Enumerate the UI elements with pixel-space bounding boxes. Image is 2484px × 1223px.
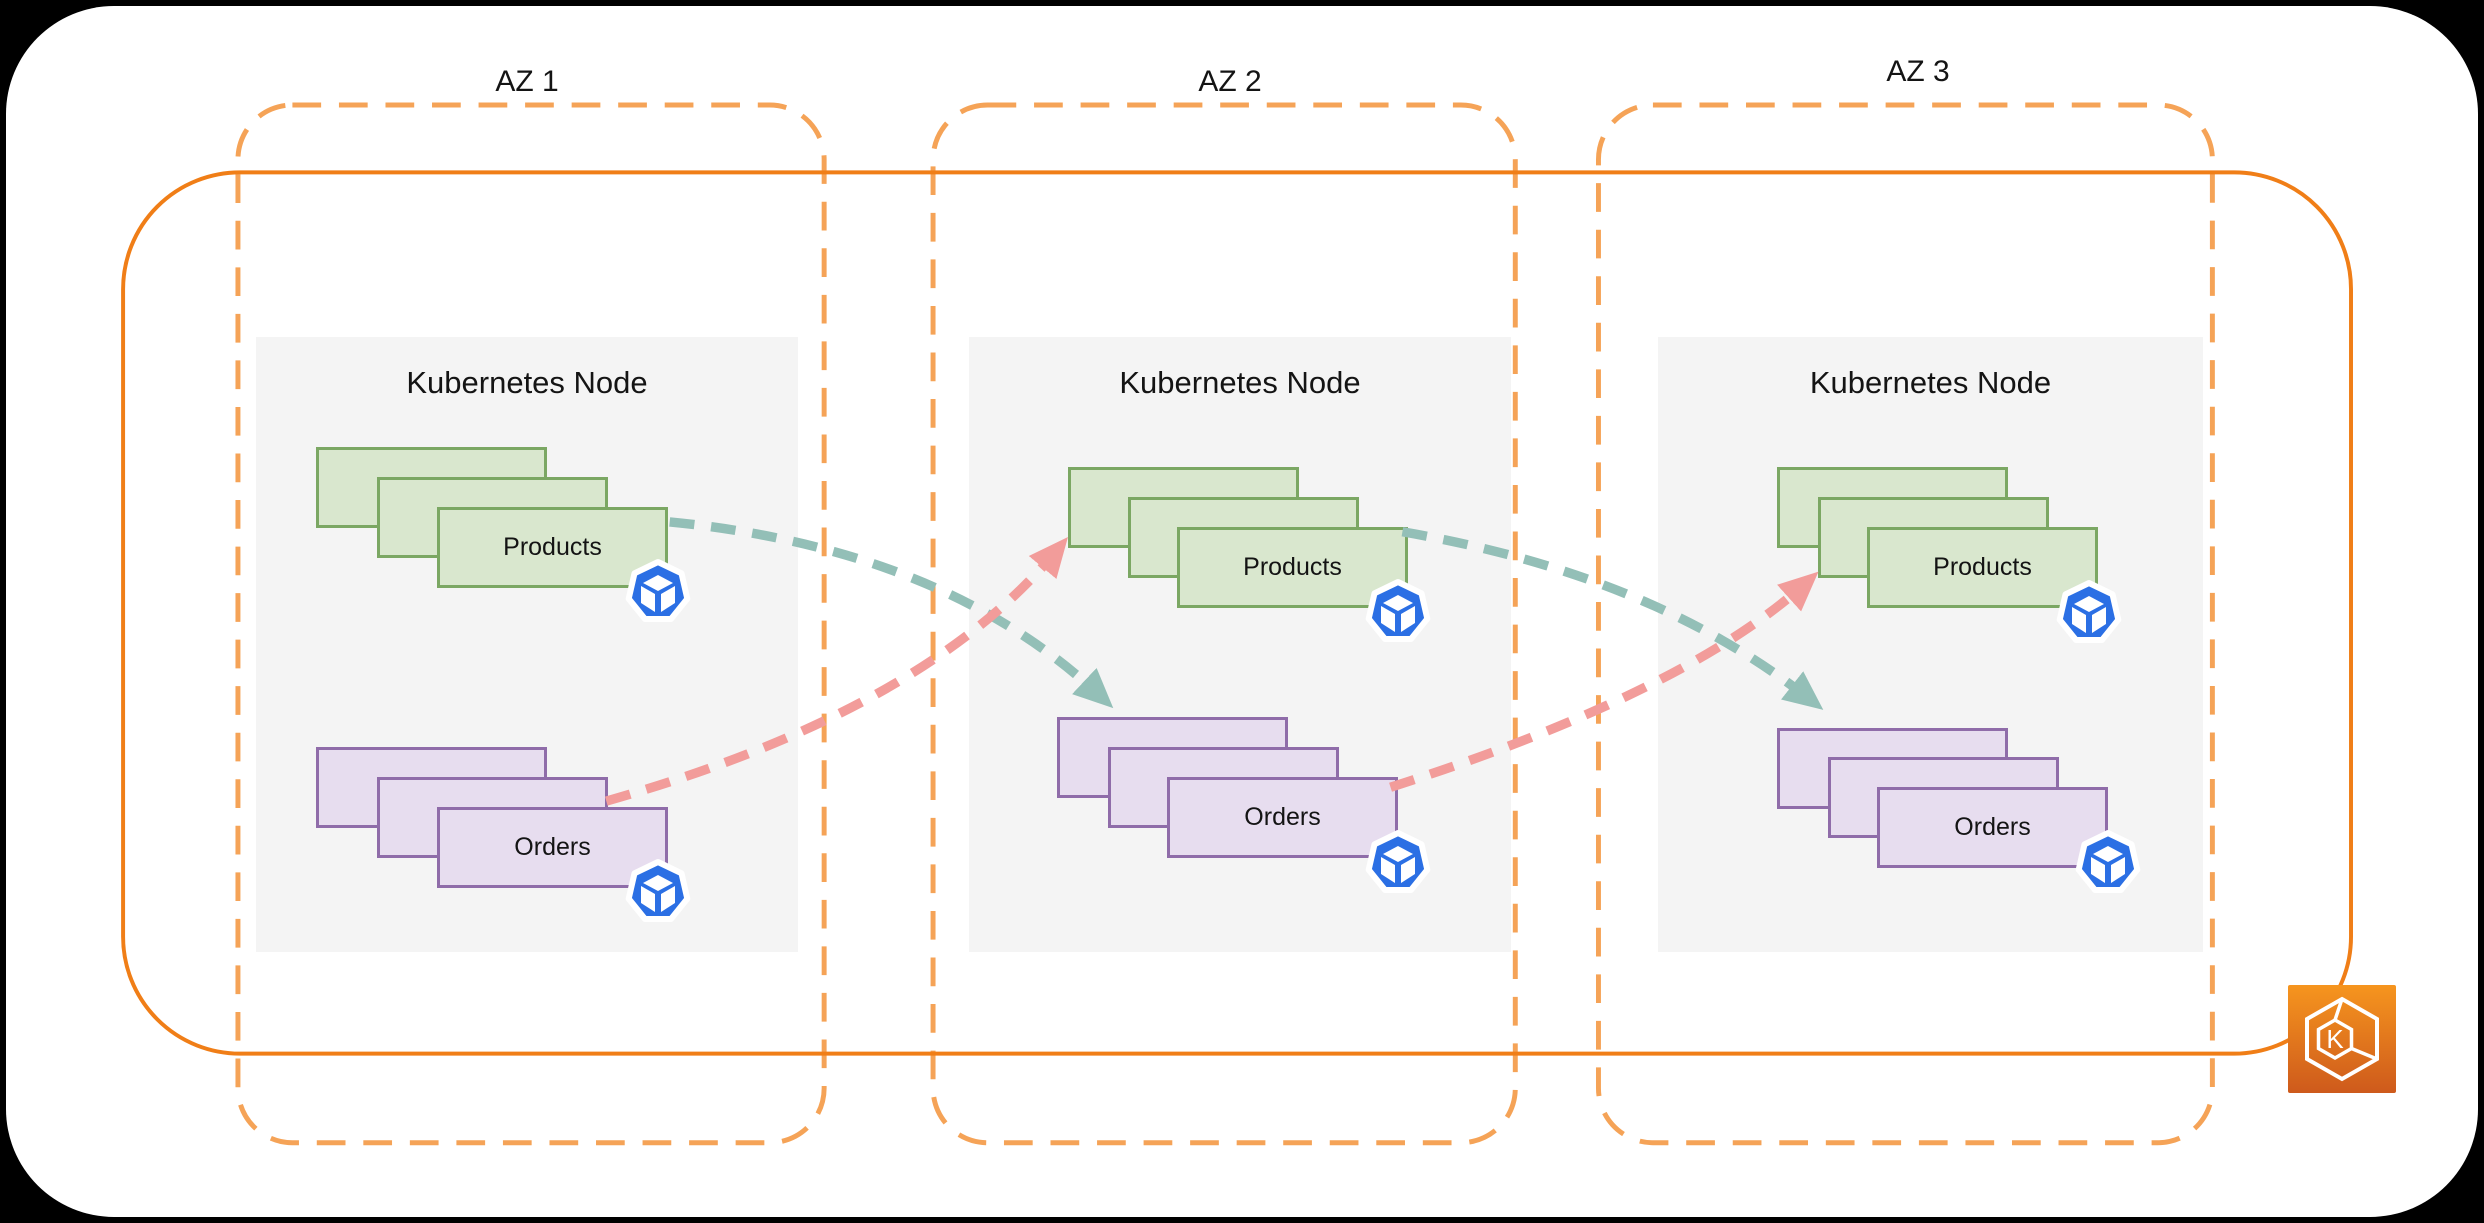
az1-label: AZ 1 [495,65,559,98]
k8s-node-title: Kubernetes Node [1809,365,2052,400]
amazon-eks-icon: K [2288,985,2396,1093]
k8s-node-title: Kubernetes Node [406,365,648,400]
orders-label: Orders [514,833,591,861]
products-label: Products [503,533,602,561]
k8s-node-title: Kubernetes Node [1119,365,1361,400]
az3-label: AZ 3 [1886,55,1950,88]
orders-label: Orders [1954,813,2031,841]
kubernetes-pod-icon [2075,830,2141,893]
kubernetes-pod-icon [625,559,691,622]
products-label: Products [1243,553,1342,581]
kubernetes-pod-icon [1365,830,1431,893]
az2-label: AZ 2 [1198,65,1262,98]
kubernetes-pod-icon [2056,580,2122,643]
products-label: Products [1933,553,2032,581]
diagram-canvas: AZ 1 AZ 2 AZ 3 Kubernetes Node Kubernete… [6,6,2478,1217]
eks-seam [2350,1046,2378,1061]
kubernetes-pod-icon [1365,579,1431,642]
orders-label: Orders [1244,803,1321,831]
kubernetes-pod-icon [625,859,691,922]
eks-letter: K [2326,1024,2344,1054]
